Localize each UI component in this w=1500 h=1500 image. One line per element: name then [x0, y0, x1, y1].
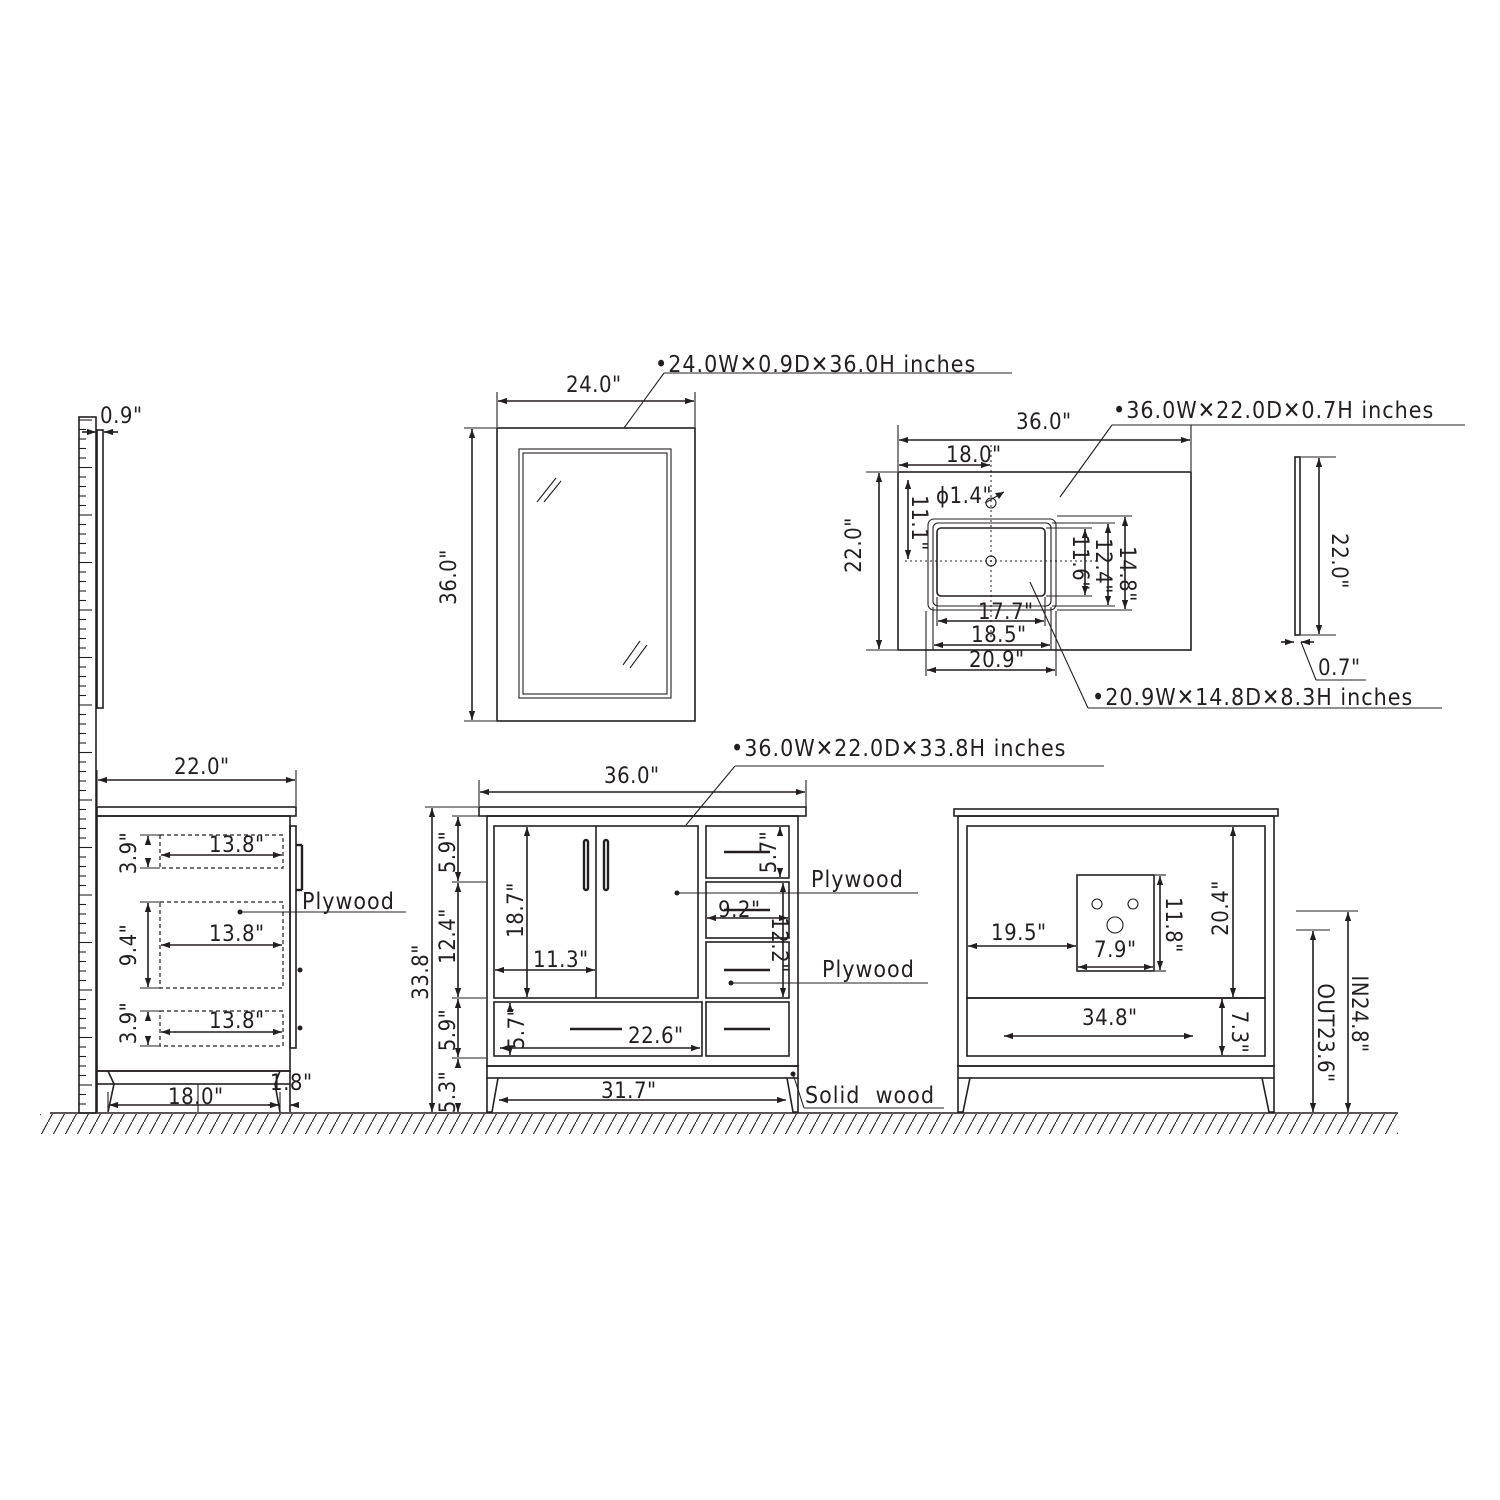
hole-to-sink-label: 11.1" — [906, 495, 931, 551]
countertop-side-depth-label: 22.0" — [1326, 533, 1351, 589]
back-in-height-label: IN24.8" — [1346, 975, 1371, 1052]
front-bottom-drawer-height-label: 5.7" — [505, 1007, 530, 1050]
side-mid-drawer-depth-label: 13.8" — [209, 922, 265, 947]
floor — [40, 1112, 1398, 1134]
side-bottom-drawer-height-label: 3.9" — [117, 1002, 142, 1045]
back-interior-height-label: 20.4" — [1209, 880, 1234, 936]
basin-depth-3-label: 14.8" — [1114, 546, 1139, 602]
mirror-width-label: 24.0" — [566, 373, 622, 398]
front-material-1-label: Plywood — [811, 867, 904, 893]
mirror-height-label: 36.0" — [437, 549, 462, 605]
side-depth-label: 22.0" — [174, 755, 230, 780]
front-width-label: 36.0" — [604, 764, 660, 789]
side-top-drawer-depth-label: 13.8" — [209, 833, 265, 858]
countertop-side-view: 22.0" 0.7" — [1281, 456, 1366, 681]
side-leg-label: 1.8" — [270, 1071, 313, 1096]
wall-ruler — [78, 416, 97, 1114]
mirror-spec-label: •24.0W✕0.9D✕36.0H inches — [655, 352, 976, 378]
front-height-label: 33.8" — [409, 944, 434, 1000]
mirror-side-view: 0.9" — [82, 404, 143, 709]
back-opening-height-label: 11.8" — [1160, 897, 1185, 953]
countertop-width-label: 36.0" — [1016, 410, 1072, 435]
countertop-spec-label: •36.0W✕22.0D✕0.7H inches — [1113, 398, 1434, 424]
front-mid-drawer-width-label: 9.2" — [718, 898, 761, 923]
countertop-depth-label: 22.0" — [842, 517, 867, 573]
front-material-2-label: Plywood — [822, 957, 915, 983]
front-cabinet-width-label: 11.3" — [533, 948, 589, 973]
side-material-label: Plywood — [302, 889, 395, 915]
countertop-half-width-label: 18.0" — [946, 443, 1002, 468]
sink-spec-label: •20.9W✕14.8D✕8.3H inches — [1092, 685, 1413, 711]
front-bottom-drawer-width-label: 22.6" — [628, 1024, 684, 1049]
front-top-rail-label: 5.9" — [436, 831, 461, 874]
basin-width-1-label: 17.7" — [978, 600, 1034, 625]
countertop-thickness-label: 0.7" — [1318, 656, 1361, 681]
back-out-height-label: OUT23.6" — [1312, 983, 1337, 1082]
back-opening-width-label: 7.9" — [1094, 938, 1137, 963]
front-small-drawer-height-label: 5.7" — [757, 831, 782, 874]
side-bottom-drawer-depth-label: 13.8" — [209, 1009, 265, 1034]
side-mid-drawer-height-label: 9.4" — [117, 924, 142, 967]
front-low-rail-label: 5.9" — [436, 1009, 461, 1052]
mirror-front-view: 24.0" 36.0" •24.0W✕0.9D✕36.0H inches — [437, 352, 1012, 722]
cabinet-back-view: 19.5" 7.9" 11.8" 20.4" 34.8" 7.3" IN — [953, 808, 1371, 1113]
side-base-label: 18.0" — [168, 1085, 224, 1110]
faucet-hole-label: ϕ1.4" — [936, 484, 992, 509]
basin-width-2-label: 18.5" — [971, 623, 1027, 648]
cabinet-side-view: 22.0" 3.9" 9.4" 3.9" 13.8" 13.8" 13.8" P… — [96, 755, 406, 1113]
basin-width-3-label: 20.9" — [969, 648, 1025, 673]
back-offset-label: 19.5" — [991, 921, 1047, 946]
side-top-drawer-height-label: 3.9" — [117, 832, 142, 875]
basin-depth-2-label: 12.4" — [1090, 538, 1115, 594]
front-toe-label: 5.3" — [436, 1071, 461, 1114]
front-mid-rail-label: 12.4" — [436, 908, 461, 964]
front-legs-material-label: Solid wood — [805, 1083, 935, 1109]
cabinet-spec-label: •36.0W✕22.0D✕33.8H inches — [731, 736, 1066, 762]
basin-depth-1-label: 11.6" — [1067, 535, 1092, 591]
front-cabinet-height-label: 18.7" — [504, 882, 529, 938]
cabinet-front-view: 36.0" •36.0W✕22.0D✕33.8H inches 33.8" 5.… — [409, 736, 1104, 1113]
back-shelf-width-label: 34.8" — [1082, 1006, 1138, 1031]
countertop-top-view: 36.0" 18.0" 22.0" ϕ1.4" 11.1" 11.6" — [842, 398, 1465, 711]
front-base-width-label: 31.7" — [601, 1079, 657, 1104]
mirror-depth-label: 0.9" — [100, 404, 143, 429]
front-mid-drawer-height-label: 12.2" — [766, 917, 791, 973]
back-shelf-height-label: 7.3" — [1226, 1011, 1251, 1054]
